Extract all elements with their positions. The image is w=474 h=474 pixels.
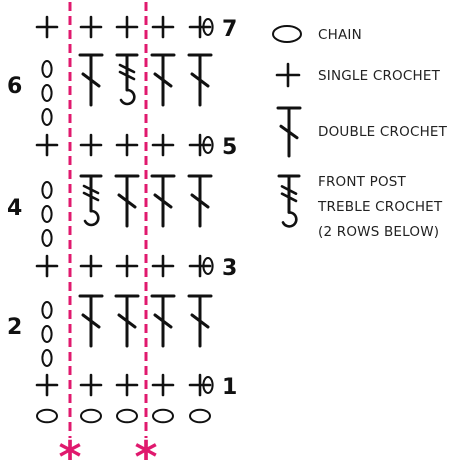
chart-row-1 (35, 373, 214, 397)
double-crochet-symbol (187, 53, 213, 107)
double-crochet-symbol (150, 174, 176, 228)
legend-item-single-crochet: SINGLE CROCHET (275, 62, 441, 88)
chain-symbol (41, 349, 53, 367)
double-crochet-symbol (276, 106, 302, 158)
chart-row-0 (36, 408, 211, 424)
chart-row-4 (41, 174, 213, 247)
chain-symbol (41, 60, 53, 78)
single-crochet-symbol (151, 373, 175, 397)
single-crochet-symbol (151, 133, 175, 157)
chain-symbol (41, 108, 53, 126)
legend-item-double-crochet: DOUBLE CROCHET (276, 106, 448, 158)
single-crochet-symbol (151, 15, 175, 39)
row-number-7: 7 (222, 17, 237, 42)
stitch-grid (35, 15, 214, 424)
double-crochet-symbol (187, 294, 213, 348)
front-post-treble-crochet-symbol (115, 53, 139, 106)
single-crochet-symbol (115, 15, 139, 39)
single-crochet-symbol (115, 254, 139, 278)
row-number-4: 4 (7, 196, 22, 221)
chain-symbol (202, 257, 214, 275)
chain-symbol (36, 408, 58, 424)
double-crochet-symbol (78, 53, 104, 107)
row-number-5: 5 (222, 135, 237, 160)
single-crochet-symbol (35, 133, 59, 157)
chain-symbol (272, 25, 302, 43)
double-crochet-symbol (114, 174, 140, 228)
single-crochet-symbol (115, 373, 139, 397)
chart-row-2 (41, 294, 213, 367)
chain-symbol (41, 301, 53, 319)
row-number-2: 2 (7, 315, 22, 340)
legend-label-line: FRONT POST (318, 174, 407, 190)
chart-row-3 (35, 254, 214, 278)
chain-symbol (41, 205, 53, 223)
chain-symbol (202, 18, 214, 36)
chart-row-7 (35, 15, 214, 39)
chain-symbol (152, 408, 174, 424)
double-crochet-symbol (187, 174, 213, 228)
chart-row-5 (35, 133, 214, 157)
row-number-3: 3 (222, 256, 237, 281)
single-crochet-symbol (188, 373, 212, 397)
single-crochet-symbol (188, 15, 212, 39)
legend-label-line: TREBLE CROCHET (317, 199, 443, 215)
single-crochet-symbol (115, 133, 139, 157)
front-post-treble-crochet-symbol (79, 174, 103, 227)
chain-symbol (116, 408, 138, 424)
chain-symbol (80, 408, 102, 424)
chain-symbol (202, 376, 214, 394)
legend-item-front-post-treble-crochet: FRONT POST TREBLE CROCHET (2 ROWS BELOW) (277, 174, 443, 240)
single-crochet-symbol (188, 133, 212, 157)
single-crochet-symbol (35, 254, 59, 278)
single-crochet-symbol (79, 133, 103, 157)
single-crochet-symbol (79, 254, 103, 278)
single-crochet-symbol (35, 15, 59, 39)
chain-symbol (189, 408, 211, 424)
single-crochet-symbol (188, 254, 212, 278)
legend-label: DOUBLE CROCHET (318, 124, 448, 140)
double-crochet-symbol (114, 294, 140, 348)
row-number-1: 1 (222, 375, 237, 400)
double-crochet-symbol (78, 294, 104, 348)
repeat-asterisk: * (134, 432, 157, 474)
single-crochet-symbol (79, 15, 103, 39)
chain-symbol (202, 136, 214, 154)
repeat-markers: ** (58, 2, 158, 474)
legend-label: CHAIN (318, 27, 362, 43)
legend-label-line: (2 ROWS BELOW) (318, 224, 439, 240)
double-crochet-symbol (150, 53, 176, 107)
chain-symbol (41, 325, 53, 343)
double-crochet-symbol (150, 294, 176, 348)
single-crochet-symbol (275, 62, 301, 88)
legend-item-chain: CHAIN (272, 25, 362, 43)
single-crochet-symbol (151, 254, 175, 278)
chain-symbol (41, 229, 53, 247)
row-numbers: 7 6 5 4 3 2 1 (7, 17, 237, 400)
row-number-6: 6 (7, 74, 22, 99)
stitch-legend: CHAIN SINGLE CROCHET DOUBLE CROCHET FRONT P… (272, 25, 448, 240)
single-crochet-symbol (79, 373, 103, 397)
chain-symbol (41, 181, 53, 199)
chart-row-6 (41, 53, 213, 126)
single-crochet-symbol (35, 373, 59, 397)
legend-label: SINGLE CROCHET (318, 68, 441, 84)
repeat-asterisk: * (58, 432, 81, 474)
front-post-treble-crochet-symbol (277, 174, 301, 228)
chain-symbol (41, 84, 53, 102)
